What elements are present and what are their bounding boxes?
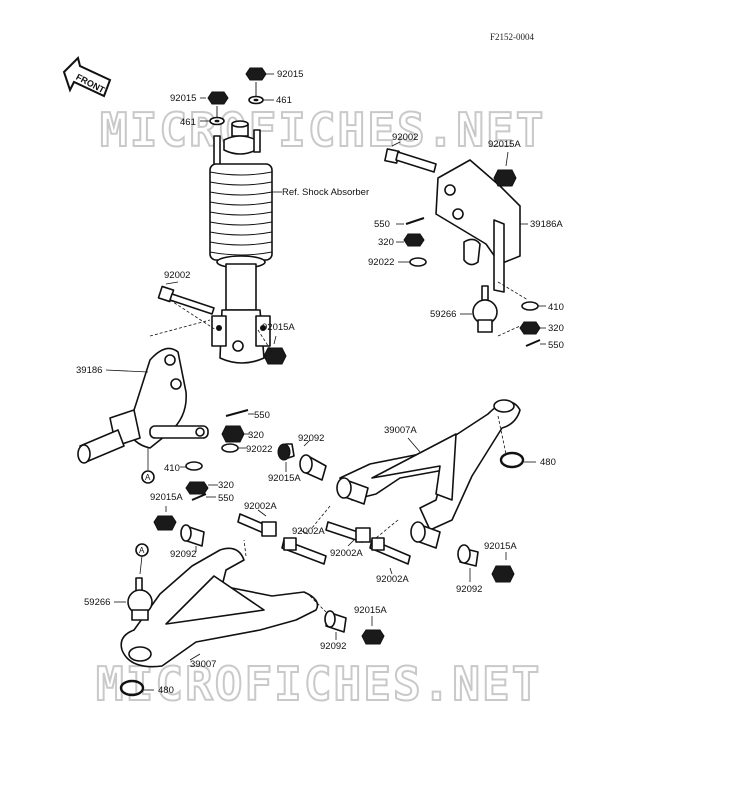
label-39007A: 39007A [384,425,417,436]
label-92022-right: 92022 [368,257,394,268]
label-550-left: 550 [254,410,270,421]
label-92015A-top: 92015A [488,139,521,150]
label-92002A-a: 92002A [244,501,277,512]
label-92092-d: 92092 [320,641,346,652]
watermark-top: MICROFICHES.NET [100,103,545,157]
label-550-left2: 550 [218,493,234,504]
label-39186A: 39186A [530,219,563,230]
label-92015A-d: 92015A [484,541,517,552]
label-59266-left: 59266 [84,597,110,608]
front-arrow-icon: FRONT [62,56,112,98]
label-92015A-c: 92015A [150,492,183,503]
label-550-right: 550 [374,219,390,230]
label-39007: 39007 [190,659,216,670]
label-461-right: 461 [276,95,292,106]
label-320-right2: 320 [548,323,564,334]
ball-joint-59266-right [472,285,498,333]
label-92015-left: 92015 [170,93,196,104]
label-550-right2: 550 [548,340,564,351]
label-92092-a: 92092 [298,433,324,444]
label-461-left: 461 [180,117,196,128]
label-92002A-b: 92002A [292,526,325,537]
ref-marker-a-lower-text: A [139,546,145,555]
watermark-bottom: MICROFICHES.NET [96,657,541,711]
label-92092-b: 92092 [170,549,196,560]
label-92015A-mid: 92015A [262,322,295,333]
ball-joint-59266-left [127,577,153,621]
ref-marker-a-upper [141,470,155,484]
label-92002-mid: 92002 [164,270,190,281]
label-92002-top: 92002 [392,132,418,143]
label-92022-left: 92022 [246,444,272,455]
bolt-92002-right [384,148,437,173]
bushing-set-upper [277,443,515,583]
label-39186: 39186 [76,365,102,376]
label-92015-top: 92015 [277,69,303,80]
label-480-right: 480 [540,457,556,468]
label-320-left2: 320 [218,480,234,491]
knuckle-39186 [77,347,209,464]
label-410-right: 410 [548,302,564,313]
label-410-left: 410 [164,463,180,474]
label-92002A-c: 92002A [330,548,363,559]
label-92092-c: 92092 [456,584,482,595]
label-92015A-b: 92015A [268,473,301,484]
label-320-left: 320 [248,430,264,441]
bolts-92002A [237,513,411,565]
a-arm-39007 [120,547,319,668]
shock-absorber [207,67,273,364]
diagram-code: F2152-0004 [490,32,535,42]
bolt-92002-left [157,285,215,315]
a-arm-39007A [339,399,521,531]
label-92002A-d: 92002A [376,574,409,585]
label-59266-right: 59266 [430,309,456,320]
label-480-left: 480 [158,685,174,696]
label-ref-shock-absorber: Ref. Shock Absorber [282,187,369,198]
label-320-right: 320 [378,237,394,248]
ref-marker-a-upper-text: A [145,473,151,482]
label-92015A-e: 92015A [354,605,387,616]
